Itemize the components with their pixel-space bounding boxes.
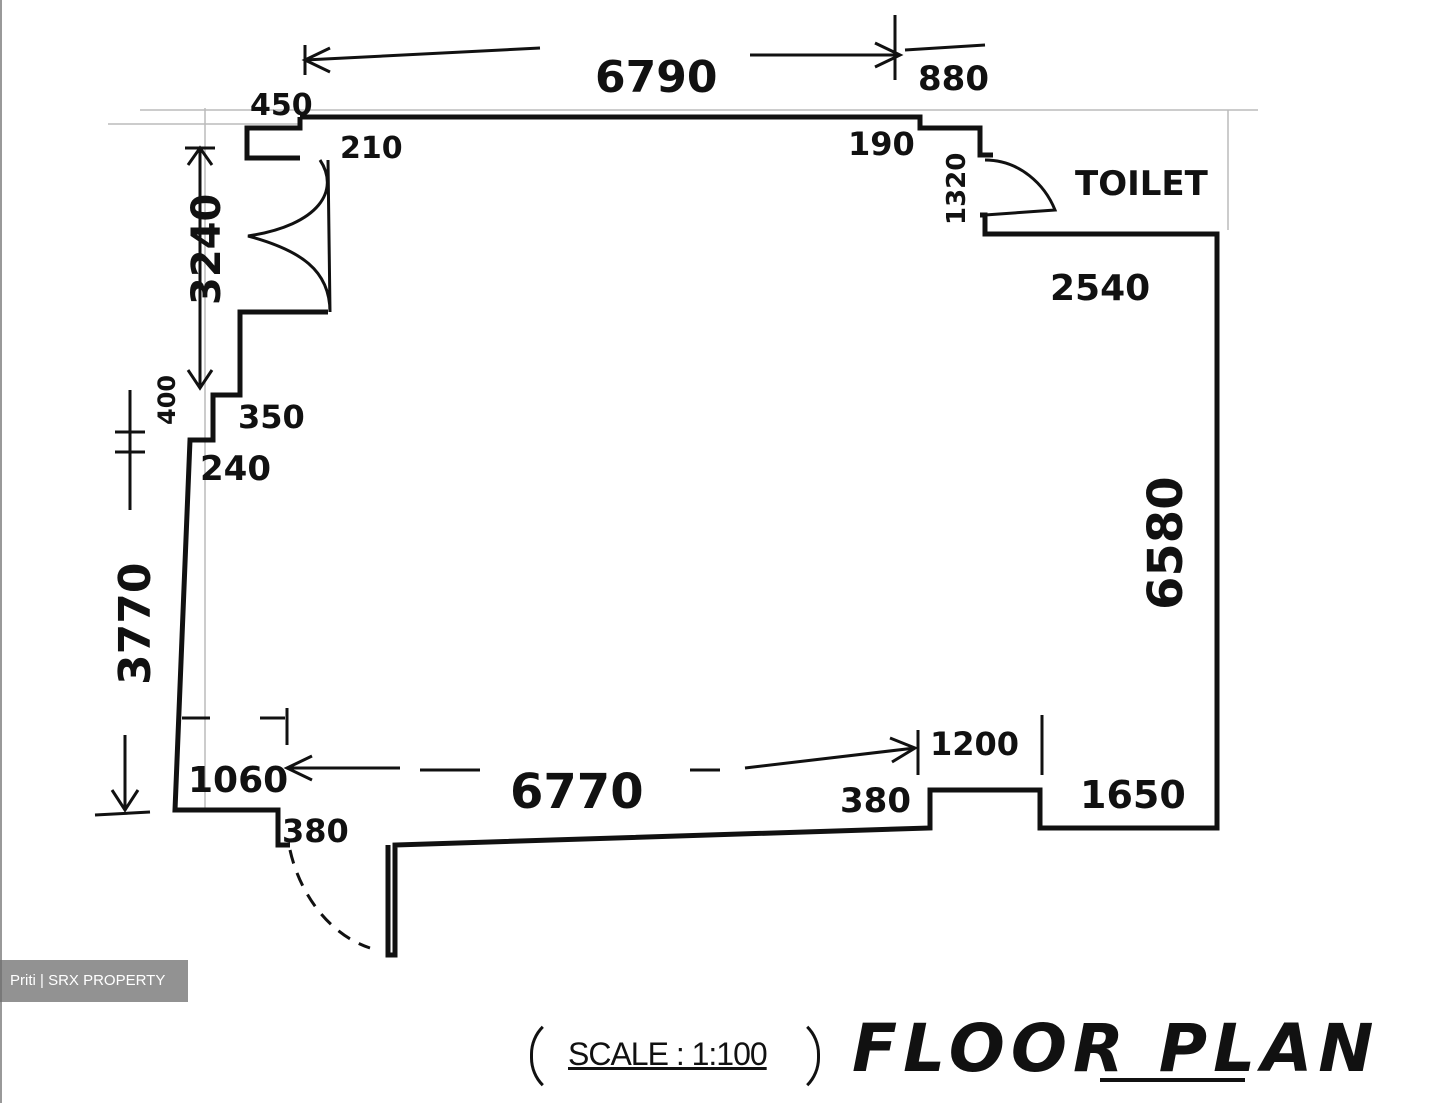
scale-brackets	[530, 1014, 820, 1098]
dim-bottom-step-right: 380	[840, 781, 911, 821]
dim-bottom-left: 1060	[188, 760, 288, 801]
dim-bottom-right: 1650	[1080, 773, 1186, 817]
wall-left-lower	[172, 309, 328, 848]
dim-right-top: 2540	[1050, 268, 1150, 309]
scale-label: SCALE : 1:100	[568, 1036, 768, 1072]
left-edge-line	[0, 0, 2, 1103]
door-swing-left	[247, 159, 332, 313]
wall-outline	[300, 114, 993, 158]
door-swing-entry	[288, 849, 371, 950]
dim-bottom-niche: 1200	[930, 725, 1019, 763]
wall-left	[244, 117, 303, 161]
dim-right-side: 6580	[1138, 476, 1194, 610]
dim-left-step-c: 240	[200, 449, 271, 489]
dim-left-step-a: 400	[153, 375, 181, 425]
room-label-toilet: TOILET	[1075, 164, 1209, 204]
plan-title: FLOOR PLAN	[852, 1010, 1380, 1087]
dim-bottom-step-left: 380	[282, 812, 349, 850]
wall-toilet	[385, 212, 1220, 958]
dim-top-left: 450	[250, 88, 313, 123]
dim-left-door: 3240	[184, 194, 230, 305]
watermark-badge: Priti | SRX PROPERTY	[0, 960, 188, 1002]
dim-toilet-step: 190	[848, 125, 915, 163]
dim-left-lower: 3770	[110, 563, 161, 685]
dim-toilet-width: 1320	[942, 153, 972, 225]
dim-top-right: 880	[918, 59, 989, 99]
dim-left-step-b: 350	[238, 398, 305, 436]
title-underline	[1100, 1078, 1245, 1082]
dimension-lines	[94, 15, 1044, 817]
dim-top-main: 6790	[595, 52, 717, 103]
dim-entry-return: 210	[340, 131, 403, 166]
door-swing-toilet	[984, 158, 1058, 217]
dim-bottom-main: 6770	[510, 764, 644, 820]
